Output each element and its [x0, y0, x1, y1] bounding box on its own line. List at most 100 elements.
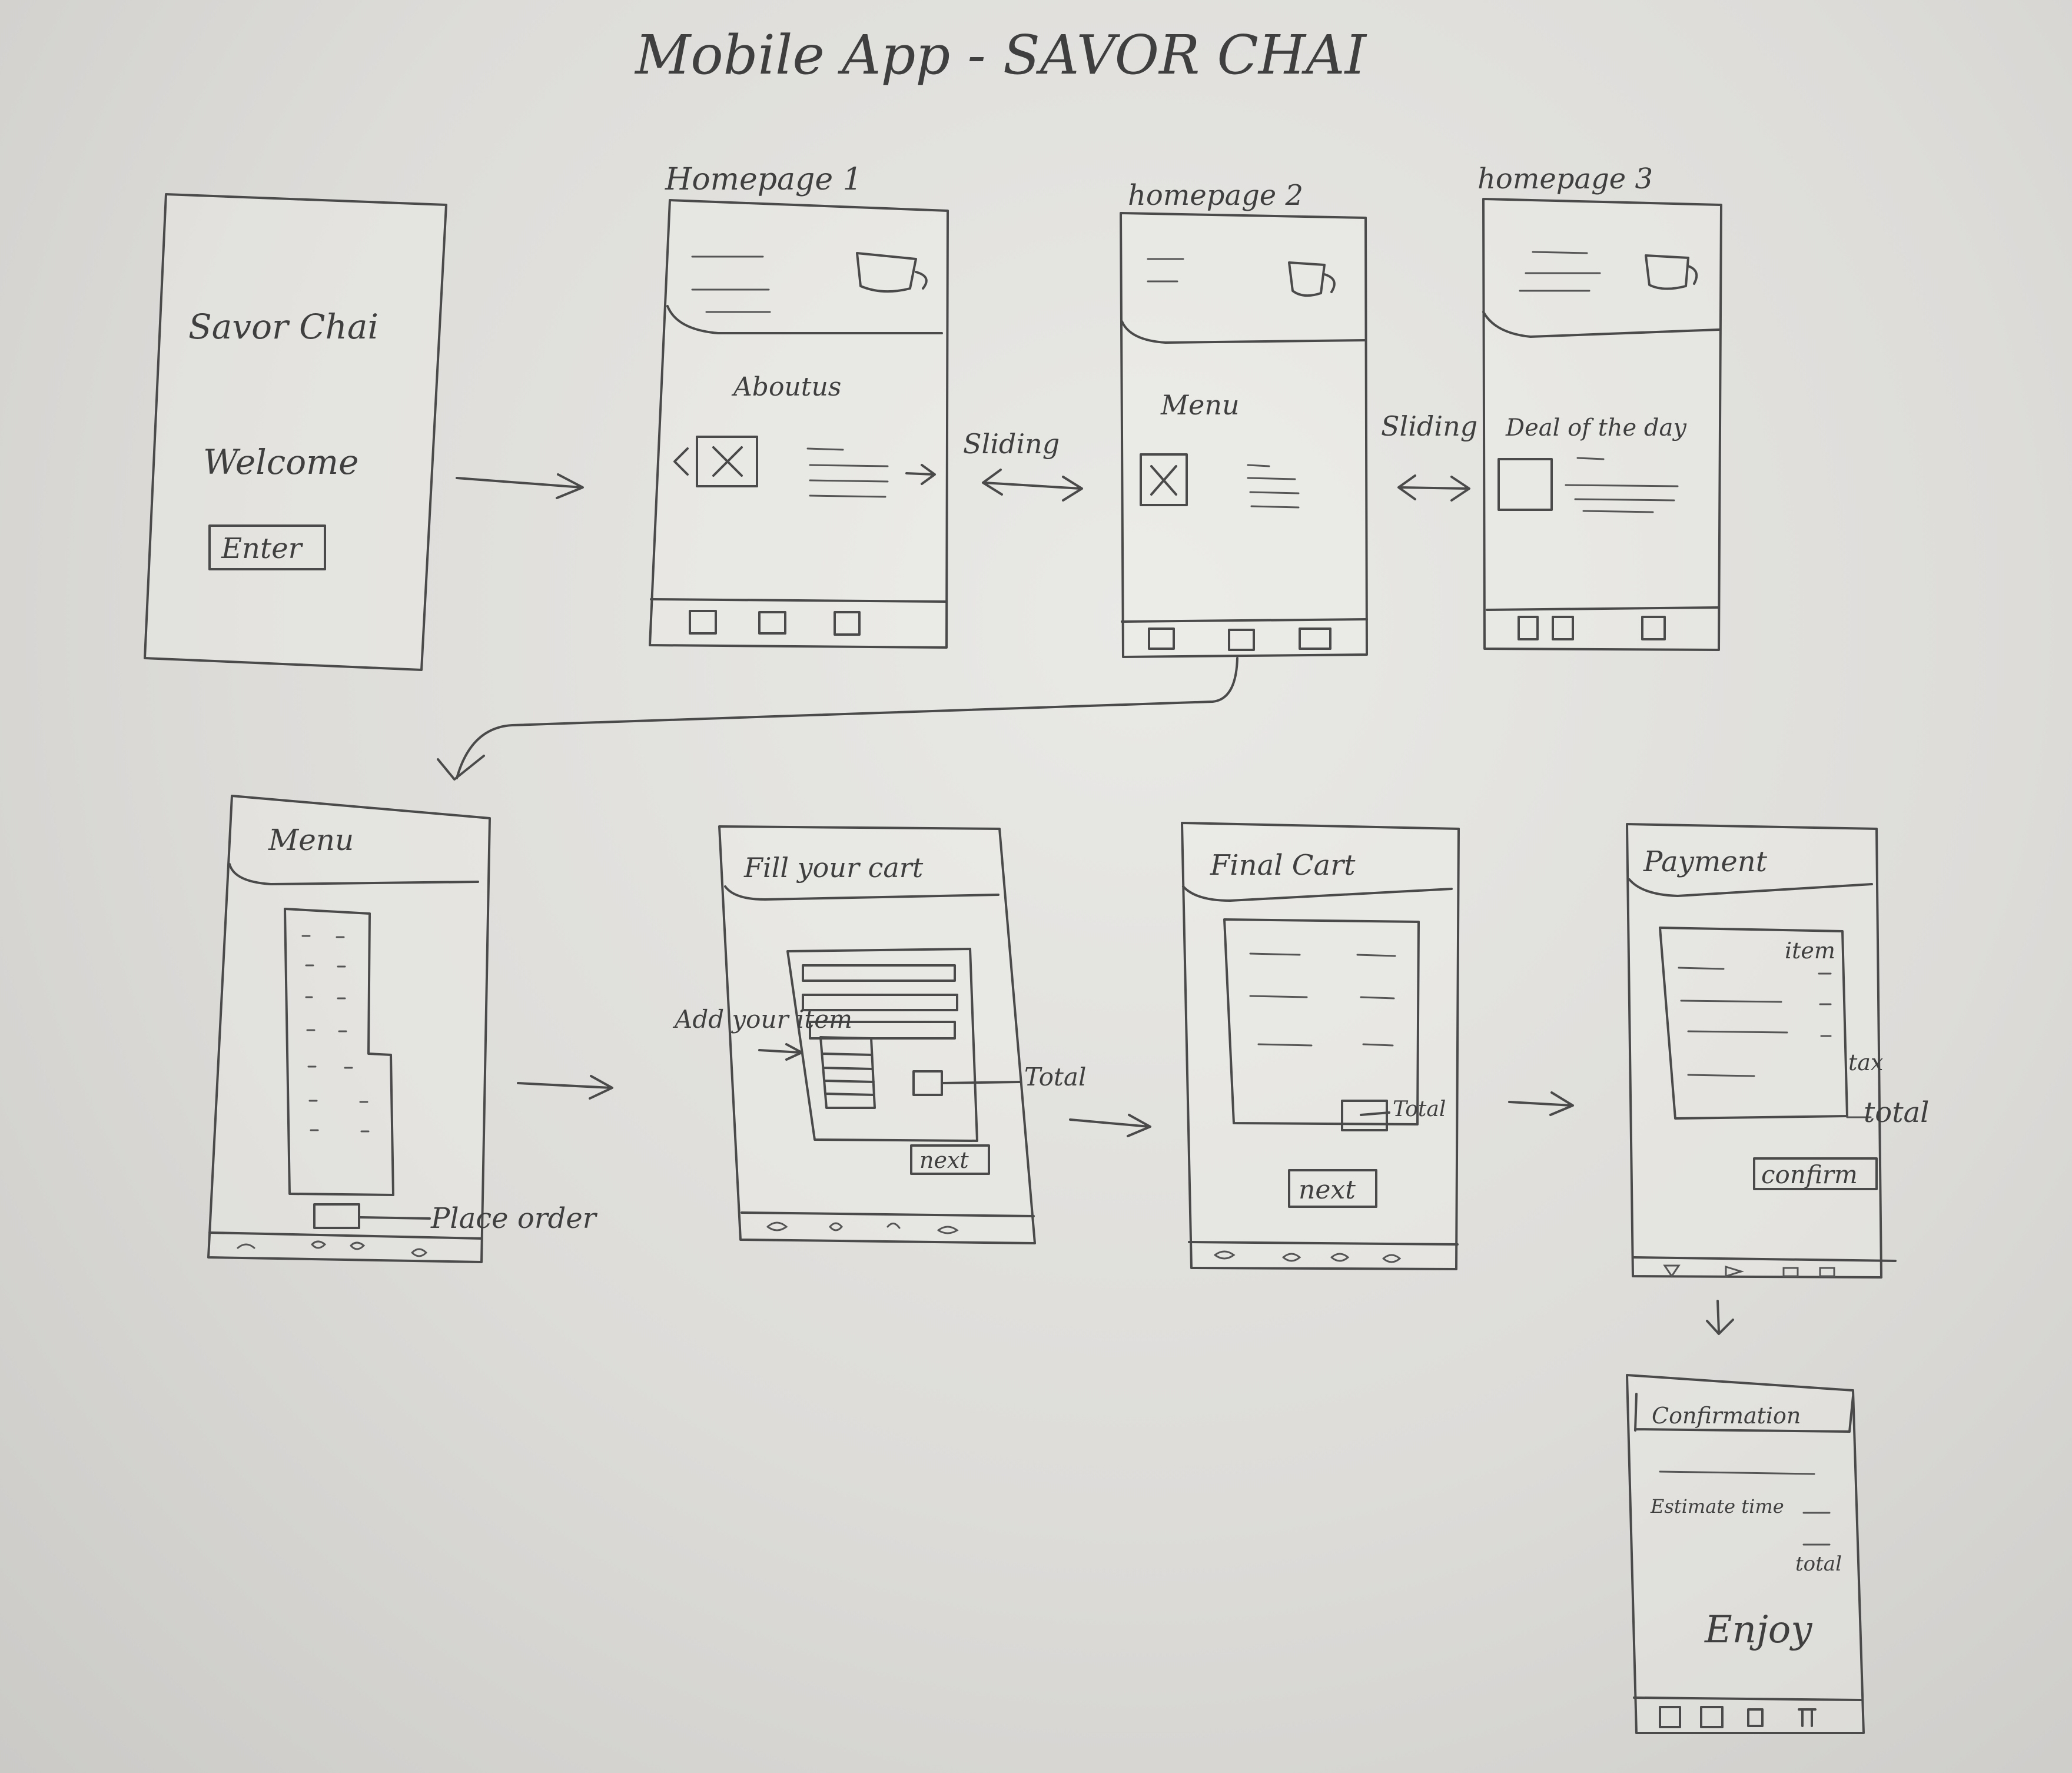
cart-row-2[interactable]: [802, 994, 958, 1011]
item-quantity-grid[interactable]: [819, 1036, 876, 1109]
tab-icon-2[interactable]: [1552, 616, 1574, 640]
tab-icon-3[interactable]: [1747, 1708, 1764, 1727]
payment-tabbar-divider: [1633, 1256, 1897, 1262]
final-cart-next-button[interactable]: next: [1288, 1169, 1377, 1208]
tab-icon-3[interactable]: [1299, 627, 1331, 650]
screen-final-cart: Final Cart Total next: [1181, 822, 1460, 1270]
about-text-lines: [806, 447, 889, 498]
homepage1-header-text-lines: [691, 255, 771, 313]
place-order-annotation: Place order: [430, 1202, 598, 1235]
homepage3-tabbar-divider: [1486, 606, 1720, 611]
payment-frame: [1626, 823, 1882, 1279]
final-cart-header-divider: [1182, 885, 1453, 902]
sliding-label-2: Sliding: [1381, 410, 1477, 442]
tab-icon-1[interactable]: [1148, 627, 1175, 650]
tab-icon-menu[interactable]: [1228, 629, 1255, 651]
tab-icon-4[interactable]: [1798, 1708, 1817, 1727]
screen-menu: Menu Place order: [207, 795, 598, 1263]
homepage1-tabbar-divider: [650, 598, 947, 603]
menu-tab-icons[interactable]: [237, 1240, 428, 1257]
menu-tabbar-divider: [208, 1231, 483, 1240]
menu-text-lines: [1247, 464, 1300, 509]
confirmation-values: [1802, 1512, 1831, 1546]
payment-tax-label: tax: [1848, 1050, 1883, 1075]
fill-cart-total-annotation: Total: [1024, 1063, 1086, 1091]
payment-item-label: item: [1785, 938, 1835, 964]
tab-icon-2[interactable]: [758, 611, 786, 635]
fill-cart-header-divider: [724, 885, 1000, 901]
homepage1-frame: [649, 199, 949, 649]
splash-frame: [144, 193, 447, 671]
add-item-pointer: [758, 1043, 803, 1061]
enter-button-box[interactable]: [208, 524, 326, 570]
homepage2-header-divider: [1121, 320, 1367, 344]
final-cart-frame: [1181, 822, 1460, 1270]
page-title: Mobile App - SAVOR CHAI: [634, 24, 1367, 87]
payment-line-items: [1678, 967, 1832, 1077]
carousel-right-chevron-icon[interactable]: [905, 464, 936, 485]
menu-header-divider: [228, 863, 479, 885]
image-placeholder-cross-icon: [712, 446, 743, 477]
tab-icon-2[interactable]: [1700, 1706, 1724, 1728]
final-cart-next-box[interactable]: [1288, 1169, 1377, 1208]
confirm-button[interactable]: confirm: [1753, 1157, 1878, 1190]
arrow-cart-to-final: [1069, 1114, 1151, 1137]
cart-row-3[interactable]: [809, 1021, 956, 1040]
fill-cart-next-label[interactable]: next: [919, 1147, 969, 1173]
final-cart-tab-icons[interactable]: [1214, 1250, 1402, 1263]
image-placeholder: [1140, 453, 1188, 506]
confirmation-divider: [1659, 1470, 1815, 1475]
fill-cart-next-box[interactable]: [910, 1144, 990, 1175]
place-order-button[interactable]: [313, 1203, 360, 1229]
final-cart-next-label[interactable]: next: [1299, 1175, 1356, 1205]
screen-fill-cart: Fill your cart Add your item Total next: [672, 825, 1086, 1244]
flow-arrow-to-menu: [437, 657, 1238, 781]
confirmation-tabbar-divider: [1633, 1696, 1862, 1701]
confirmation-header-title: Confirmation: [1652, 1403, 1801, 1429]
final-cart-header-title: Final Cart: [1210, 849, 1356, 882]
cart-panel: [786, 948, 978, 1142]
menu-item-list[interactable]: [284, 908, 394, 1196]
payment-summary-panel: [1659, 927, 1848, 1120]
screen-payment: Payment item tax total confirm: [1626, 823, 1929, 1279]
final-cart-line-items: [1249, 952, 1396, 1047]
homepage3-frame: [1482, 198, 1722, 651]
menu-header-title: Menu: [268, 823, 354, 857]
chai-cup-icon: [856, 252, 928, 293]
homepage3-section-title: Deal of the day: [1505, 414, 1687, 441]
tab-icon-3[interactable]: [1641, 616, 1666, 640]
tab-icon-1[interactable]: [1518, 616, 1539, 640]
carousel-left-chevron-icon[interactable]: [673, 447, 689, 476]
fill-cart-next-button[interactable]: next: [910, 1144, 990, 1175]
homepage1-header-divider: [666, 305, 943, 334]
fill-cart-frame: [718, 825, 1036, 1244]
enter-button[interactable]: Enter: [208, 524, 326, 570]
payment-tab-icons[interactable]: [1663, 1264, 1835, 1278]
arrow-final-to-payment: [1508, 1091, 1574, 1116]
homepage2-section-title: Menu: [1160, 389, 1240, 421]
sliding-arrow-2: [1397, 474, 1470, 502]
deal-text-lines: [1565, 457, 1679, 513]
homepage1-section-title: Aboutus: [731, 372, 841, 402]
cart-row-1[interactable]: [802, 964, 956, 982]
final-cart-tabbar-divider: [1188, 1241, 1459, 1246]
payment-header-title: Payment: [1643, 845, 1768, 878]
confirm-button-box[interactable]: [1753, 1157, 1878, 1190]
homepage2-header-text-lines: [1147, 258, 1184, 283]
final-cart-total-pointer: [1360, 1111, 1390, 1116]
menu-frame: [207, 795, 491, 1263]
arrow-menu-to-cart: [517, 1075, 613, 1100]
final-cart-summary-panel: [1223, 918, 1420, 1125]
enter-button-label[interactable]: Enter: [221, 532, 304, 565]
place-order-pointer: [359, 1216, 431, 1220]
confirmation-header-bar: [1634, 1393, 1854, 1433]
sliding-arrow-1: [982, 469, 1083, 502]
fill-cart-tab-icons[interactable]: [766, 1221, 959, 1234]
tab-icon-1[interactable]: [1659, 1706, 1681, 1728]
tab-icon-3[interactable]: [834, 611, 861, 636]
confirmation-frame: [1626, 1374, 1865, 1734]
confirm-button-label[interactable]: confirm: [1761, 1160, 1858, 1189]
homepage2-frame: [1120, 212, 1368, 658]
tab-icon-1[interactable]: [689, 610, 717, 635]
